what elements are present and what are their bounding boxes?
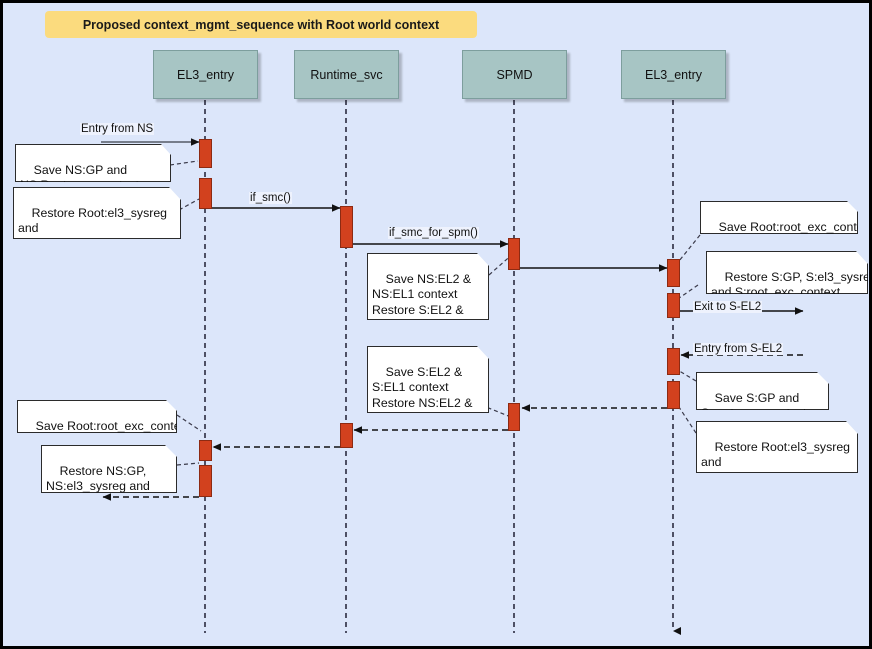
activation-bar xyxy=(340,206,353,248)
note-restore-root-el3-sysreg-1: Restore Root:el3_sysreg and Root:root_ex… xyxy=(13,187,181,239)
note-save-s-gp: Save S:GP and S:root_exc_context xyxy=(696,372,829,410)
message-label-exit-to-s-el2: Exit to S-EL2 xyxy=(693,301,763,313)
lifeline-head-el3-entry-1[interactable]: EL3_entry xyxy=(153,50,258,99)
lifeline-label: EL3_entry xyxy=(177,67,234,82)
note-save-s-el2-restore-ns-el2: Save S:EL2 & S:EL1 context Restore NS:EL… xyxy=(367,346,489,413)
activation-bar xyxy=(508,238,520,270)
activation-bar xyxy=(667,381,680,409)
activation-bar xyxy=(667,259,680,287)
note-save-ns-el2-restore-s-el2: Save NS:EL2 & NS:EL1 context Restore S:E… xyxy=(367,253,489,320)
activation-bar xyxy=(199,178,212,209)
note-restore-root-el3-sysreg-2: Restore Root:el3_sysreg and Root:root_ex… xyxy=(696,421,858,473)
note-restore-s-gp-s-el3-sysreg: Restore S:GP, S:el3_sysreg and S:root_ex… xyxy=(706,251,868,294)
note-save-root-exc-context-2: Save Root:root_exc_context xyxy=(17,400,177,433)
note-save-ns-gp: Save NS:GP and NS:Root_exc_context xyxy=(15,144,171,182)
lifeline-label: SPMD xyxy=(496,67,533,82)
activation-bar xyxy=(199,465,212,497)
activation-bar xyxy=(199,139,212,168)
note-restore-ns-gp: Restore NS:GP, NS:el3_sysreg and NS:Root… xyxy=(41,445,177,493)
activation-bar xyxy=(667,293,680,318)
diagram-vector-layer xyxy=(101,100,804,635)
activation-bar xyxy=(340,423,353,448)
lifeline-head-spmd[interactable]: SPMD xyxy=(462,50,567,99)
message-label-if-smc-for-spm: if_smc_for_spm() xyxy=(388,227,479,239)
diagram-title-banner: Proposed context_mgmt_sequence with Root… xyxy=(45,11,477,38)
lifeline-head-el3-entry-2[interactable]: EL3_entry xyxy=(621,50,726,99)
message-label-entry-from-s-el2: Entry from S-EL2 xyxy=(693,343,784,355)
dashed-return-messages xyxy=(102,351,803,501)
message-label-entry-from-ns: Entry from NS xyxy=(80,123,155,135)
page-title: Proposed context_mgmt_sequence with Root… xyxy=(82,17,440,32)
message-label-if-smc: if_smc() xyxy=(249,192,292,204)
note-save-root-exc-context-1: Save Root:root_exc_context xyxy=(700,201,858,234)
activation-bar xyxy=(508,403,520,431)
lifeline-head-runtime-svc[interactable]: Runtime_svc xyxy=(294,50,399,99)
activation-bar xyxy=(667,348,680,375)
lifeline-label: EL3_entry xyxy=(645,67,702,82)
lifeline-label: Runtime_svc xyxy=(310,67,383,82)
activation-bar xyxy=(199,440,212,461)
